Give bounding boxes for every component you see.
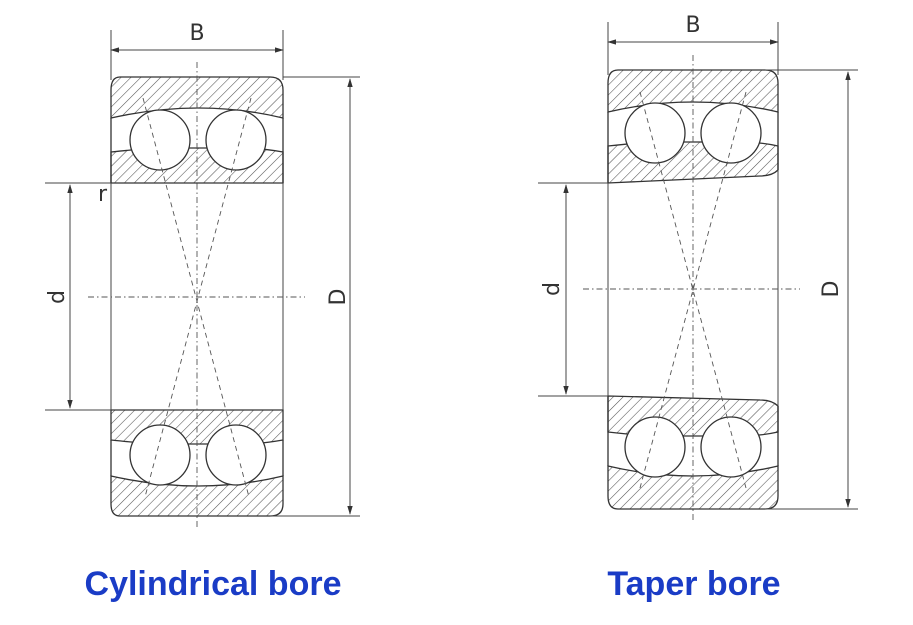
b-label: B bbox=[189, 21, 204, 46]
r-label: r bbox=[98, 182, 108, 207]
ball-bottom-left bbox=[624, 416, 686, 478]
outer-ring-top bbox=[110, 76, 284, 119]
ball-top-left bbox=[624, 102, 686, 164]
D-label: D bbox=[819, 281, 844, 298]
taper-bore-caption: Taper bore bbox=[607, 565, 780, 603]
ball-top-right bbox=[205, 109, 267, 171]
ball-bottom-right bbox=[205, 424, 267, 486]
d-label: d bbox=[540, 282, 565, 296]
cylindrical-bore-figure: B d r D bbox=[45, 21, 360, 603]
ball-top-left bbox=[129, 109, 191, 171]
ball-top-right bbox=[700, 102, 762, 164]
contact-line-1 bbox=[142, 97, 250, 498]
contact-line-2 bbox=[144, 97, 252, 498]
D-label: D bbox=[326, 289, 351, 306]
b-label: B bbox=[685, 13, 700, 38]
ball-bottom-left bbox=[129, 424, 191, 486]
cylindrical-bore-caption: Cylindrical bore bbox=[85, 565, 342, 603]
d-label: d bbox=[45, 290, 70, 304]
ball-bottom-right bbox=[700, 416, 762, 478]
taper-bore-figure: B d D Taper bore bbox=[538, 13, 858, 603]
